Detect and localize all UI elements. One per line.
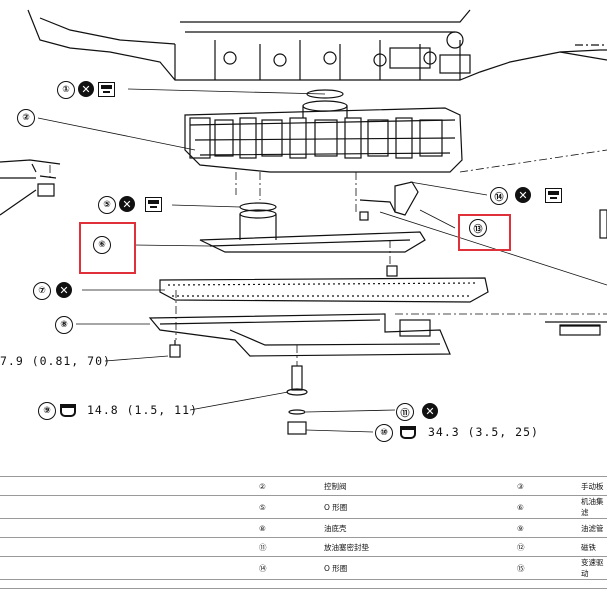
callout-13: ⑬ bbox=[469, 219, 487, 237]
callout-5: ⑤ bbox=[98, 196, 116, 214]
table-row: ⑭ O 形圈 ⑮ 变速驱动 bbox=[0, 556, 607, 580]
x-circle-icon: ✕ bbox=[422, 403, 438, 419]
torque-label-left: 7.9 (0.81, 70) bbox=[0, 354, 111, 368]
oil-strainer bbox=[199, 231, 426, 253]
fluid-box-icon bbox=[145, 197, 162, 212]
oil-pan-gasket bbox=[159, 277, 489, 303]
highlight-box-6 bbox=[79, 222, 136, 274]
tube-bracket bbox=[394, 181, 419, 216]
table-cell: ⑨ bbox=[513, 518, 577, 538]
table-cell: O 形圈 bbox=[320, 556, 513, 580]
table-cell bbox=[0, 537, 255, 557]
oil-pan bbox=[148, 313, 451, 357]
table-cell bbox=[0, 518, 255, 538]
table-cell: 放油塞密封垫 bbox=[320, 537, 513, 557]
table-cell: ⑥ bbox=[513, 495, 577, 519]
x-circle-icon: ✕ bbox=[515, 187, 531, 203]
table-row: ⑪ 放油塞密封垫 ⑫ 磁铁 bbox=[0, 537, 607, 557]
table-cell: 控制阀 bbox=[320, 476, 513, 496]
table-cell: ⑫ bbox=[513, 537, 577, 557]
callout-11: ⑪ bbox=[396, 403, 414, 421]
fluid-box-icon bbox=[98, 82, 115, 97]
highlight-box-13 bbox=[458, 214, 511, 251]
callout-14: ⑭ bbox=[490, 187, 508, 205]
table-cell bbox=[0, 476, 255, 496]
callout-10: ⑩ bbox=[375, 424, 393, 442]
table-cell: ⑪ bbox=[255, 537, 320, 557]
callout-1: ① bbox=[57, 81, 75, 99]
table-cell: ⑤ bbox=[255, 495, 320, 519]
manual-plate bbox=[0, 159, 61, 197]
fluid-box-icon bbox=[545, 188, 562, 203]
table-cell: ⑭ bbox=[255, 556, 320, 580]
callout-2: ② bbox=[17, 109, 35, 127]
parts-table: ② 控制阀 ③ 手动板 ⑤ O 形圈 ⑥ 机油集滤 ⑧ 油底壳 ⑨ 油滤管 ⑪ … bbox=[0, 476, 607, 598]
torque-wrench-icon bbox=[400, 426, 416, 439]
torque-label-drain-bolt: 14.8 (1.5, 11) bbox=[87, 403, 198, 417]
callout-9: ⑨ bbox=[38, 402, 56, 420]
x-circle-icon: ✕ bbox=[56, 282, 72, 298]
callout-6: ⑥ bbox=[93, 236, 111, 254]
table-bottom-rule bbox=[0, 588, 607, 589]
table-row: ⑤ O 形圈 ⑥ 机油集滤 bbox=[0, 495, 607, 519]
table-row: ⑧ 油底壳 ⑨ 油滤管 bbox=[0, 518, 607, 538]
table-cell: O 形圈 bbox=[320, 495, 513, 519]
table-cell: ③ bbox=[513, 476, 577, 496]
table-cell: ⑮ bbox=[513, 556, 577, 580]
table-cell bbox=[0, 556, 255, 580]
table-cell: 油滤管 bbox=[577, 518, 607, 538]
table-cell: 手动板 bbox=[577, 476, 607, 496]
table-cell: ② bbox=[255, 476, 320, 496]
callout-7: ⑦ bbox=[33, 282, 51, 300]
table-cell: 磁铁 bbox=[577, 537, 607, 557]
transmission-case bbox=[27, 9, 607, 81]
exploded-diagram bbox=[0, 9, 607, 435]
torque-wrench-icon bbox=[60, 404, 76, 417]
x-circle-icon: ✕ bbox=[119, 196, 135, 212]
table-cell: 油底壳 bbox=[320, 518, 513, 538]
torque-label-drain-plug: 34.3 (3.5, 25) bbox=[428, 425, 539, 439]
table-cell: ⑧ bbox=[255, 518, 320, 538]
table-cell: 机油集滤 bbox=[577, 495, 607, 519]
table-cell: 变速驱动 bbox=[577, 556, 607, 580]
table-row: ② 控制阀 ③ 手动板 bbox=[0, 476, 607, 496]
x-circle-icon: ✕ bbox=[78, 81, 94, 97]
callout-8: ⑧ bbox=[55, 316, 73, 334]
table-cell bbox=[0, 495, 255, 519]
